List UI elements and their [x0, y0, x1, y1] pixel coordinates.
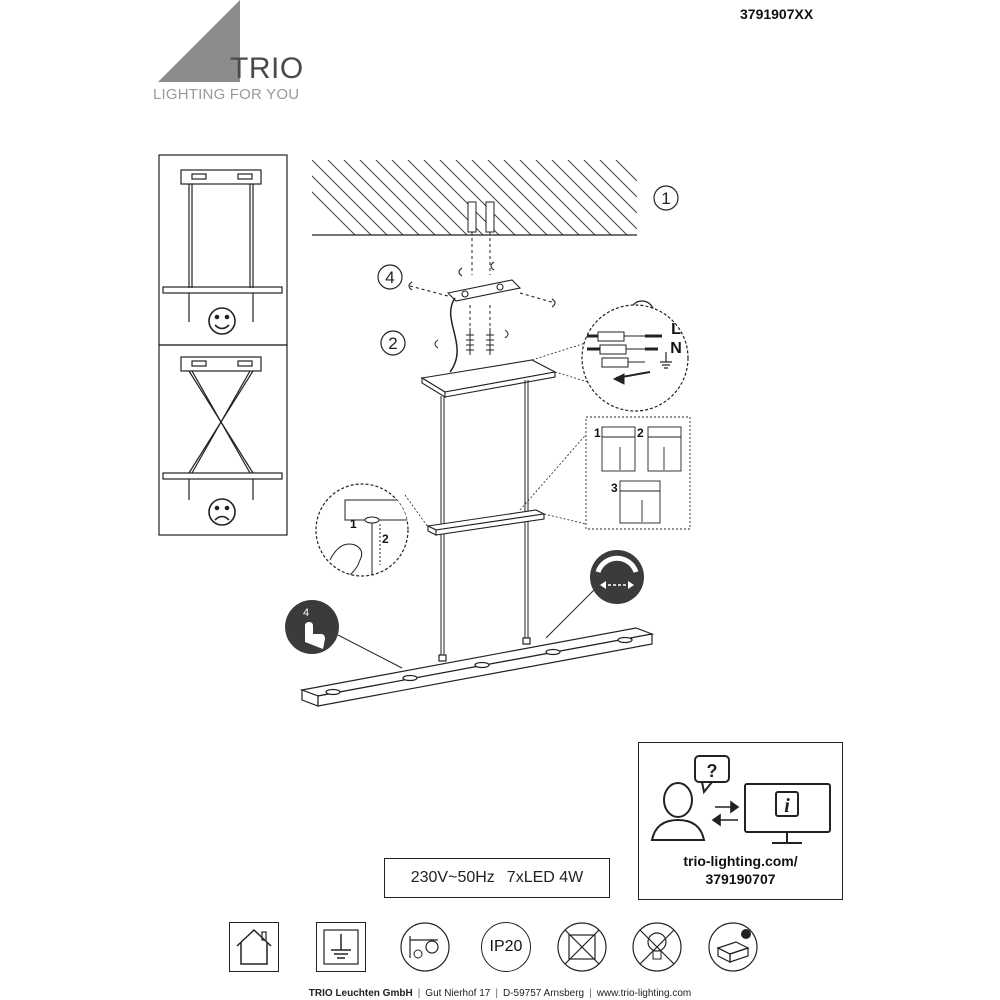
voltage-spec: 230V~50Hz: [410, 869, 495, 886]
adjust-step-1: 1: [350, 517, 357, 531]
detail-step-2: 2: [637, 426, 644, 440]
footer-city: D-59757 Arnsberg: [502, 988, 585, 999]
monitor-info-icon: i: [744, 783, 831, 844]
motion-sensor-badge: [590, 550, 644, 604]
info-url[interactable]: trio-lighting.com/ 379190707: [638, 852, 843, 888]
trio-logo-triangle-icon: [158, 0, 240, 82]
footer-company: TRIO Leuchten GmbH: [308, 988, 413, 999]
detail-step-1: 1: [594, 426, 601, 440]
led-spec: 7xLED 4W: [506, 869, 584, 886]
wire-neutral-label: N: [670, 340, 682, 357]
article-number: 3791907XX: [740, 6, 814, 22]
wiring-callout-line: [531, 339, 596, 361]
smiley-face-icon: [208, 307, 236, 335]
ip-rating-badge: IP20: [481, 922, 531, 972]
question-bubble-icon: ?: [694, 755, 730, 795]
ceiling-canopy: [420, 359, 557, 398]
adjustment-bar: [426, 509, 546, 536]
footer-web[interactable]: www.trio-lighting.com: [596, 988, 692, 999]
footer-address: TRIO Leuchten GmbH|Gut Nierhof 17|D-5975…: [308, 988, 692, 999]
sad-face-icon: [208, 498, 236, 526]
brand-tagline: LIGHTING FOR YOU: [153, 86, 300, 103]
adjust-step-2: 2: [382, 532, 389, 546]
step-2-label: 2: [388, 334, 397, 353]
wall-plugs: [467, 201, 495, 275]
info-url-line-2: 379190707: [705, 871, 776, 887]
screws: [434, 305, 509, 355]
touch-dimmer-badge: [285, 600, 339, 654]
hand-touch-icon: 4: [303, 607, 309, 619]
footer-street: Gut Nierhof 17: [425, 988, 491, 999]
protection-class-earth-icon: [316, 922, 366, 972]
touch-count-label: 4: [303, 607, 309, 619]
svg-text:?: ?: [707, 761, 718, 781]
user-silhouette-icon: [650, 782, 706, 841]
supply-cable: [449, 297, 458, 373]
earth-ground-icon: [660, 352, 672, 369]
info-url-line-1: trio-lighting.com/: [683, 853, 798, 869]
online-info-box: [638, 742, 843, 900]
wiring-detail-circle: [581, 304, 689, 412]
wire-live-label: L: [671, 321, 681, 338]
svg-text:i: i: [784, 795, 790, 817]
no-insulation-cover-icon: [557, 922, 607, 972]
brand-name: TRIO: [230, 52, 304, 85]
luminaire-body: [299, 627, 655, 707]
mounting-bracket: [408, 261, 556, 308]
driver-included-icon: [708, 922, 758, 972]
led-not-replaceable-icon: [632, 922, 682, 972]
detail-step-3: 3: [611, 481, 618, 495]
indoor-use-icon: [229, 922, 279, 972]
strain-relief-detail: [585, 416, 691, 530]
electrical-specs: 230V~50Hz 7xLED 4W: [384, 858, 610, 898]
correct-hanging-panel: [158, 154, 288, 346]
height-adjust-detail: [315, 483, 409, 577]
exchange-arrows-icon: [711, 800, 740, 827]
incorrect-hanging-panel: [158, 344, 288, 536]
minimum-distance-icon: [400, 922, 450, 972]
step-4-label: 4: [385, 268, 394, 287]
step-1-label: 1: [661, 189, 670, 208]
